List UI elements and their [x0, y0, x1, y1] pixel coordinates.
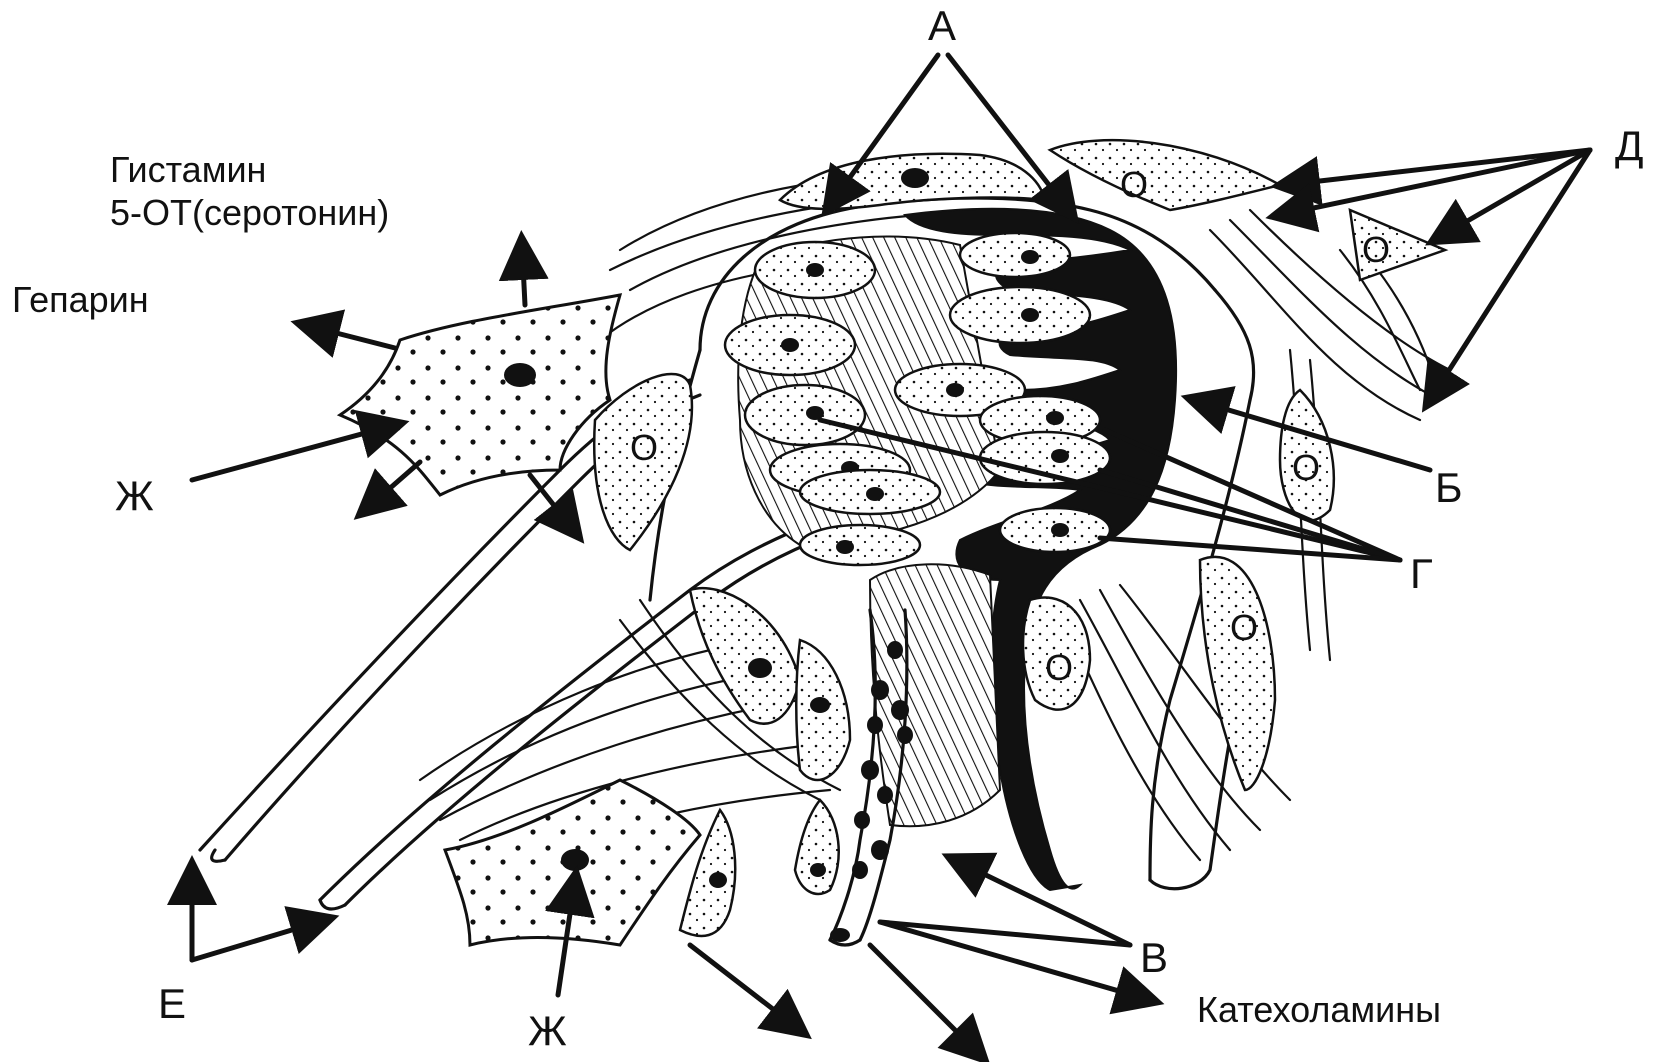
arrow-zh-left [192, 425, 395, 480]
label-b: Б [1435, 464, 1463, 511]
cell-mark-o: О [1292, 447, 1320, 488]
fibroblast-upper [780, 154, 1045, 209]
arrow-mast-down-left [365, 462, 420, 510]
label-e: Е [158, 980, 186, 1027]
arrow-heparin [305, 325, 395, 348]
mast-cell-upper [340, 295, 620, 495]
label-histamine: Гистамин [110, 149, 266, 190]
label-g: Г [1410, 550, 1433, 597]
cell-mark-o: О [1230, 607, 1258, 648]
label-zh-left: Ж [115, 472, 154, 519]
label-a: А [928, 2, 956, 49]
cell-mark-o: О [1045, 647, 1073, 688]
label-heparin: Гепарин [12, 279, 149, 320]
arrow-catecholamines-2 [870, 945, 980, 1055]
label-serotonin: 5-ОТ(серотонин) [110, 192, 389, 233]
cell-mark-o: О [1362, 229, 1390, 270]
arrow-catecholamines-3 [690, 945, 800, 1030]
cell-mark-o: О [1120, 164, 1148, 205]
arrow-d-4 [1430, 150, 1590, 400]
label-v: В [1140, 934, 1168, 981]
label-d: Д [1615, 122, 1643, 169]
arrow-histamine [522, 245, 525, 305]
label-catecholamines: Катехоламины [1197, 989, 1441, 1030]
cell-mark-o: О [630, 427, 658, 468]
mast-cell-lower [445, 780, 700, 945]
label-zh-bottom: Ж [528, 1007, 567, 1054]
arrow-e-right [192, 920, 325, 960]
